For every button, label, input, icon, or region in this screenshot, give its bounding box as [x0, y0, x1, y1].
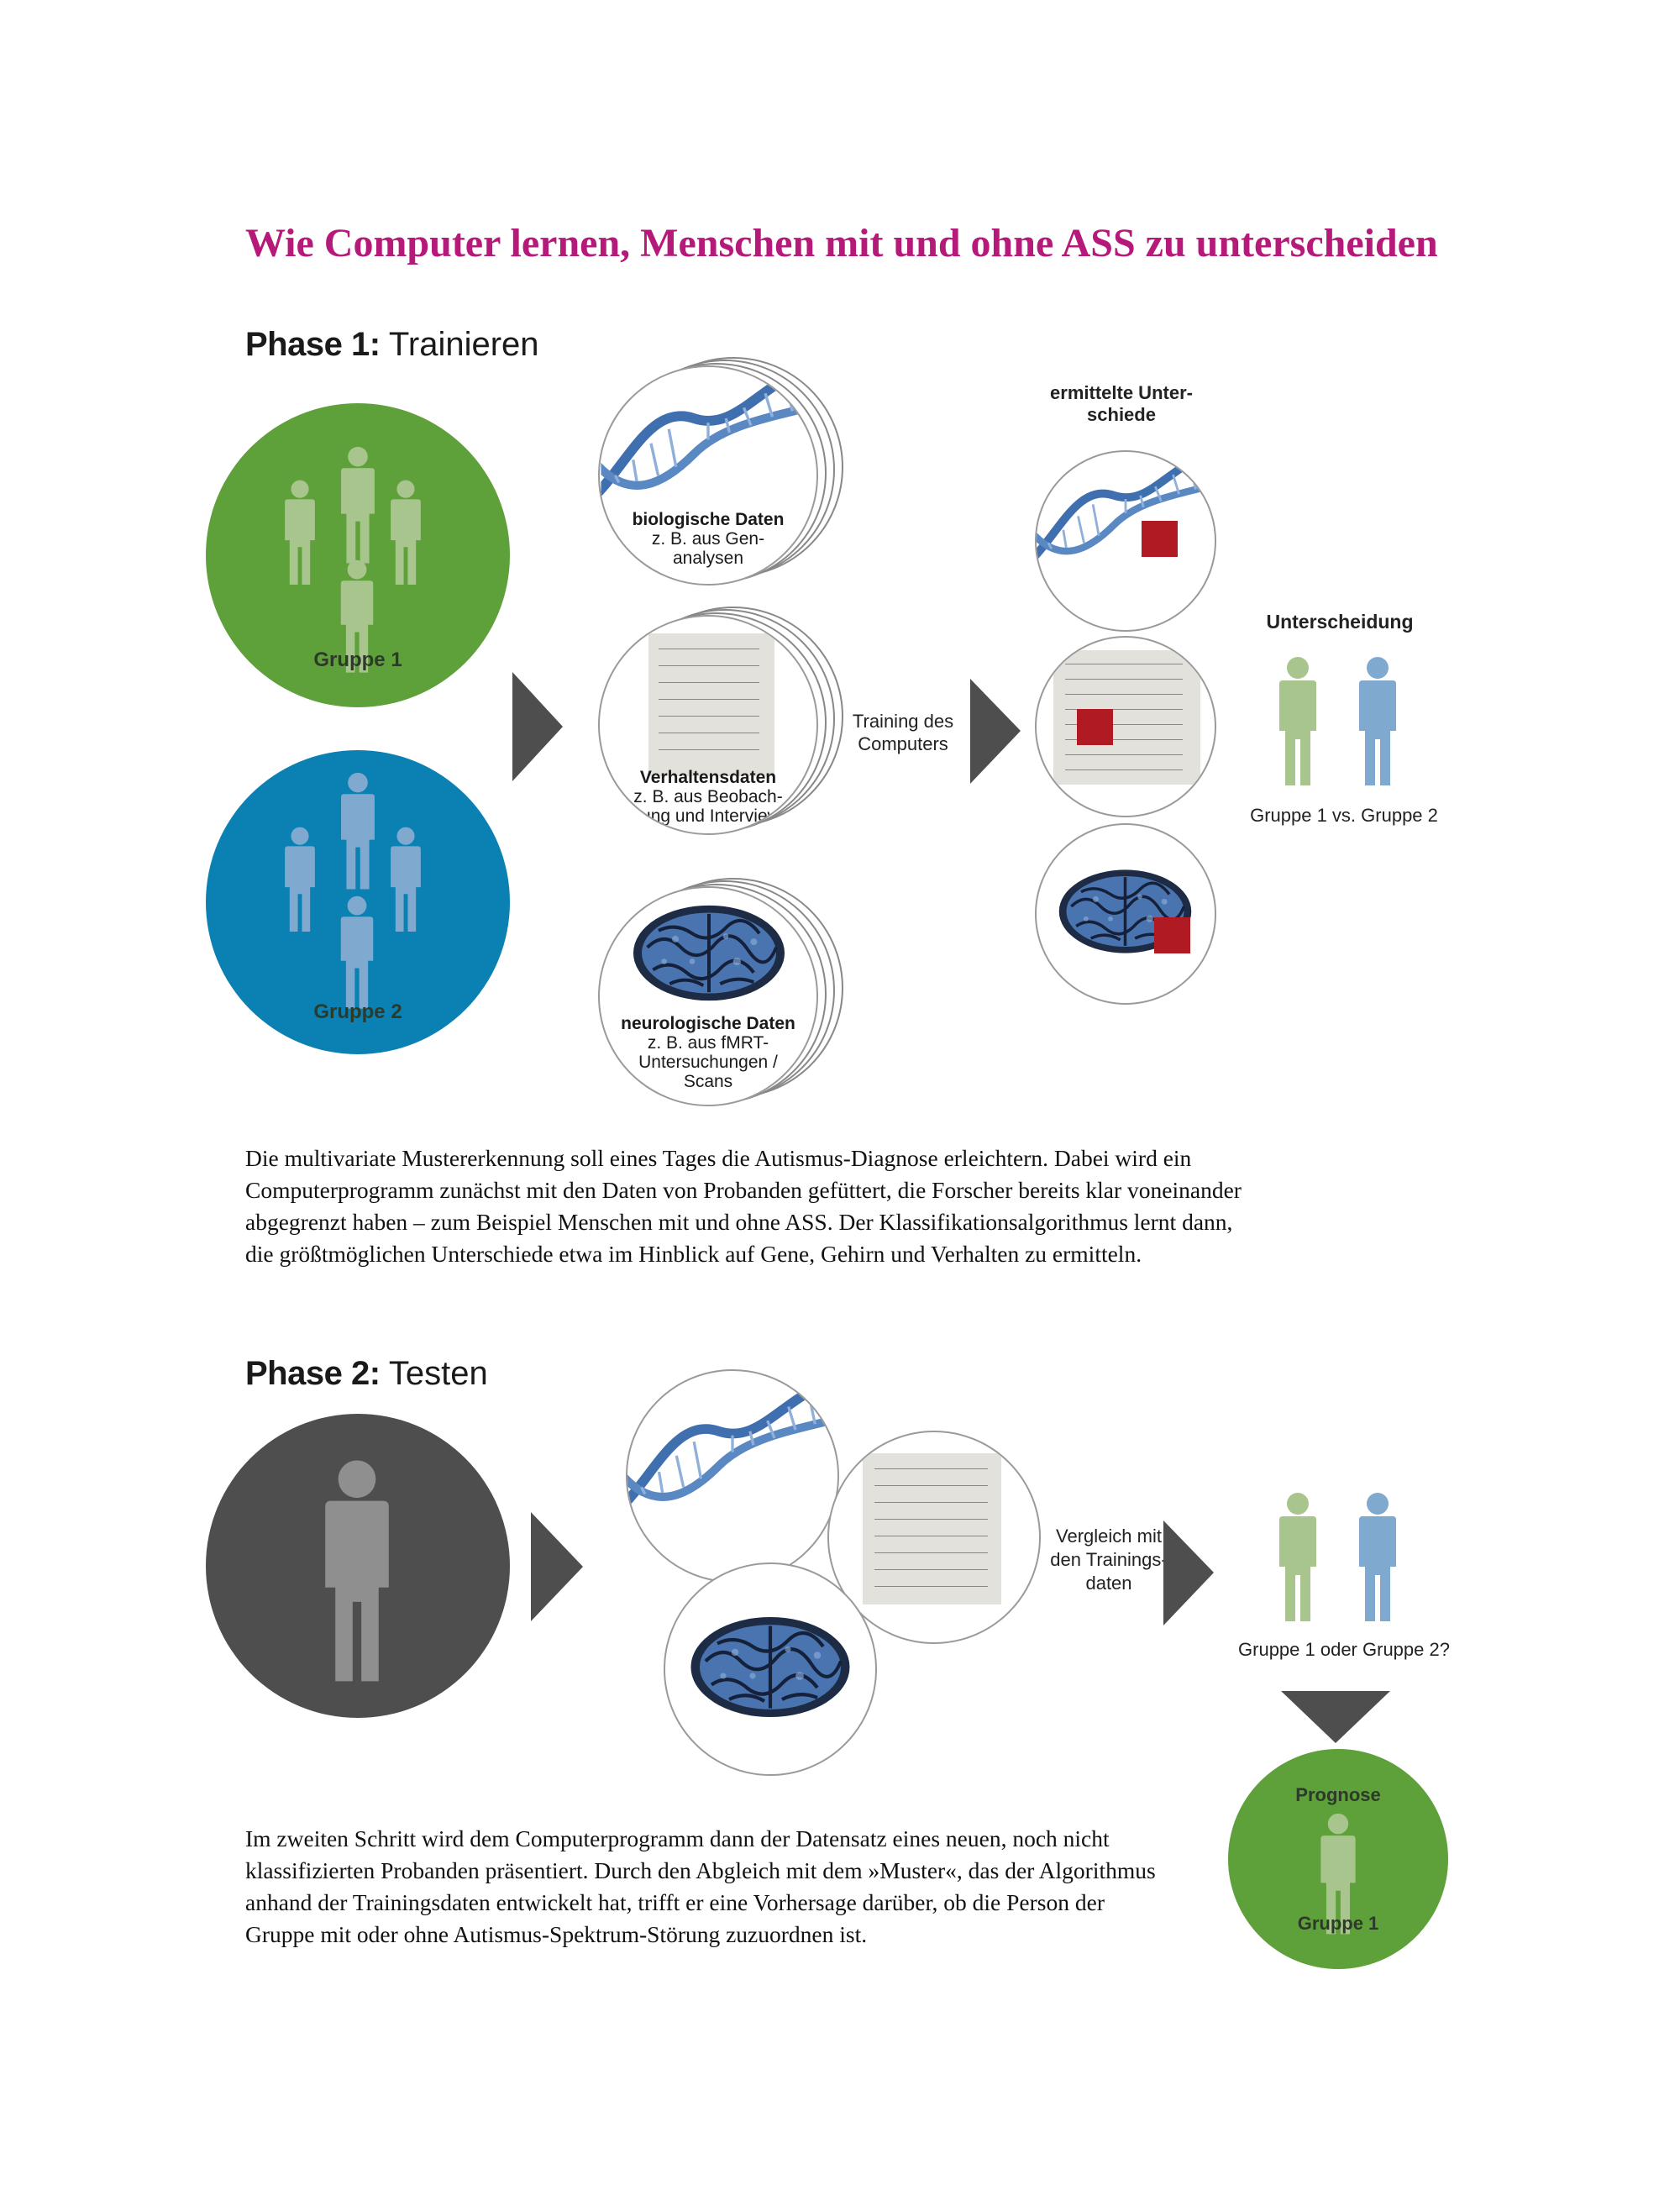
comparison-label: Vergleich mit den Trainings-daten — [1046, 1525, 1172, 1595]
training-label: Training des Computers — [840, 710, 966, 755]
distinction-label: Gruppe 1 vs. Gruppe 2 — [1218, 804, 1470, 827]
phase-2-subtitle: Testen — [389, 1355, 488, 1392]
arrow-right-icon — [512, 672, 563, 781]
prognosis-circle: Prognose Gruppe 1 — [1228, 1749, 1448, 1969]
biological-data-title: biologische Daten — [625, 510, 791, 529]
distinction-heading: Unterscheidung — [1235, 611, 1445, 633]
difference-marker — [1142, 521, 1178, 557]
group-2-circle: Gruppe 2 — [206, 750, 510, 1054]
person-blue-icon — [1348, 655, 1407, 790]
group-2-label: Gruppe 2 — [206, 1000, 510, 1024]
phase-1-heading: Phase 1: Trainieren — [245, 326, 539, 364]
dna-icon — [1037, 456, 1215, 582]
new-subject-circle — [206, 1414, 510, 1718]
dna-difference-circle — [1035, 450, 1216, 632]
biological-data-card: biologische Daten z. B. aus Gen-analysen — [598, 365, 818, 586]
difference-marker — [1077, 709, 1113, 745]
person-green-icon — [1268, 655, 1327, 790]
person-blue-icon — [1348, 1491, 1407, 1625]
dna-icon — [600, 376, 816, 518]
phase-1-description: Die multivariate Mustererkennung soll ei… — [245, 1142, 1253, 1270]
prognosis-group-label: Gruppe 1 — [1228, 1913, 1448, 1935]
behavior-difference-circle — [1035, 636, 1216, 817]
group-1-label: Gruppe 1 — [206, 649, 510, 672]
questionnaire-icon — [863, 1453, 1001, 1604]
arrow-right-icon — [531, 1512, 583, 1621]
person-icon — [302, 1457, 412, 1688]
brain-icon — [625, 896, 793, 1010]
questionnaire-icon — [648, 633, 774, 776]
questionnaire-icon — [1053, 650, 1200, 785]
arrow-down-icon — [1281, 1691, 1390, 1743]
phase-2-description: Im zweiten Schritt wird dem Computerprog… — [245, 1823, 1178, 1951]
phase-1-subtitle: Trainieren — [389, 326, 539, 363]
biological-data-subtitle: z. B. aus Gen-analysen — [652, 529, 764, 568]
difference-marker — [1154, 917, 1190, 953]
test-brain-circle — [664, 1562, 877, 1776]
differences-heading: ermittelte Unter-schiede — [1029, 382, 1214, 426]
arrow-right-icon — [1163, 1520, 1214, 1625]
test-dna-circle — [626, 1369, 839, 1583]
page-title: Wie Computer lernen, Menschen mit und oh… — [245, 220, 1505, 266]
arrow-right-icon — [970, 679, 1021, 784]
phase-2-heading: Phase 2: Testen — [245, 1355, 488, 1393]
phase-1-label: Phase 1: — [245, 326, 381, 363]
neurological-data-subtitle: z. B. aus fMRT-Untersuchungen / Scans — [638, 1033, 778, 1091]
person-green-icon — [1268, 1491, 1327, 1625]
behavioral-data-subtitle: z. B. aus Beobach-tung und Interview — [633, 787, 782, 826]
prognosis-title: Prognose — [1228, 1784, 1448, 1806]
brain-icon — [682, 1598, 858, 1736]
neurological-data-card: neurologische Daten z. B. aus fMRT-Unter… — [598, 886, 818, 1106]
question-label: Gruppe 1 oder Gruppe 2? — [1201, 1638, 1487, 1661]
neurological-data-title: neurologische Daten — [617, 1014, 800, 1033]
group-1-circle: Gruppe 1 — [206, 403, 510, 707]
phase-2-label: Phase 2: — [245, 1355, 381, 1392]
dna-icon — [627, 1388, 837, 1531]
brain-difference-circle — [1035, 823, 1216, 1005]
brain-icon — [1052, 848, 1199, 974]
behavioral-data-title: Verhaltensdaten — [621, 768, 795, 787]
behavioral-data-card: Verhaltensdaten z. B. aus Beobach-tung u… — [598, 615, 818, 835]
